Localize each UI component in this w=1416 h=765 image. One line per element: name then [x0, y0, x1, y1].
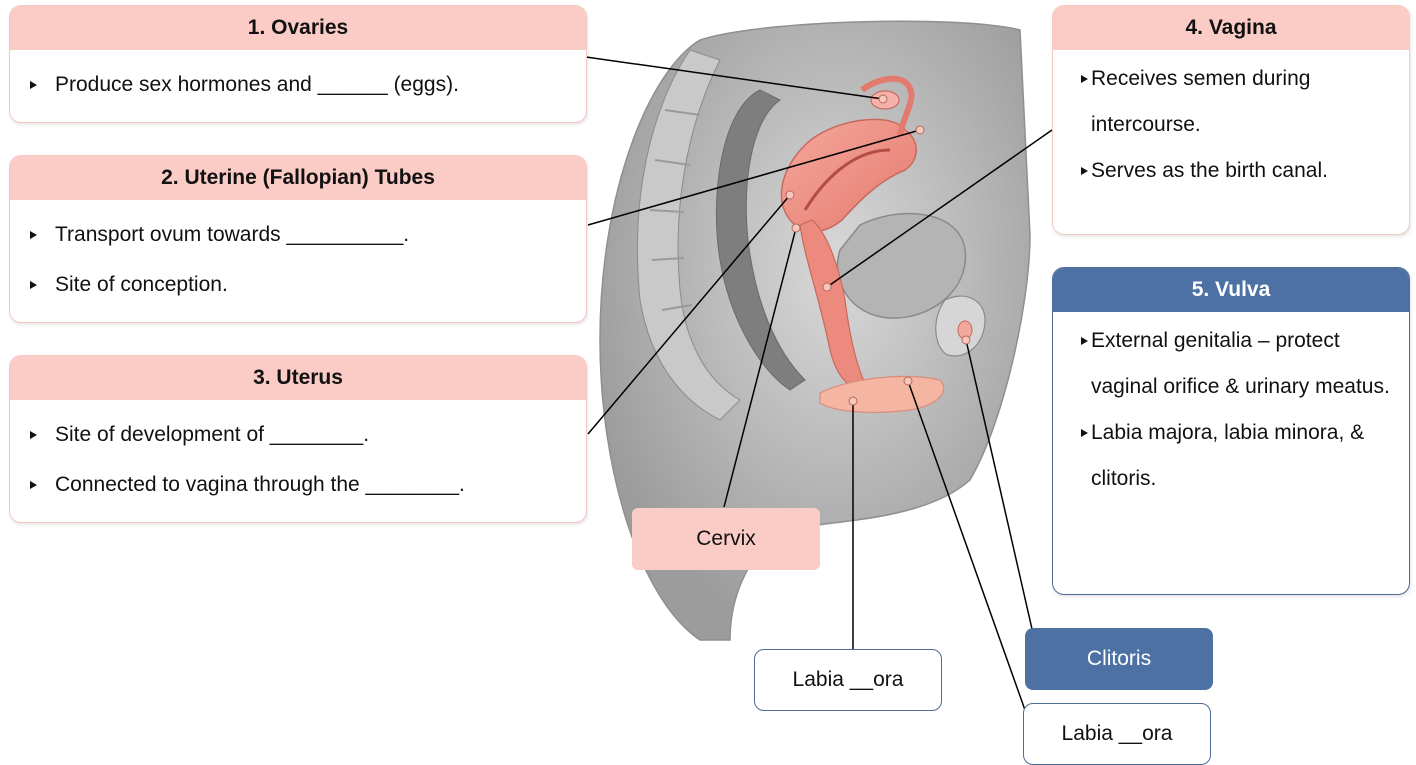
ovaries-list: Produce sex hormones and ______ (eggs).	[10, 60, 586, 110]
point-labia-1	[849, 397, 857, 405]
ovaries-title: 1. Ovaries	[10, 6, 586, 50]
labia-label-1: Labia __ora	[754, 649, 942, 711]
point-uterus	[786, 191, 794, 199]
vulva-item: External genitalia – protect vaginal ori…	[1053, 318, 1399, 410]
vagina-card: 4. Vagina Receives semen during intercou…	[1052, 5, 1410, 235]
vagina-list: Receives semen during intercourse. Serve…	[1053, 56, 1409, 194]
uterus-item: Connected to vagina through the ________…	[10, 460, 586, 510]
tubes-card: 2. Uterine (Fallopian) Tubes Transport o…	[9, 155, 587, 323]
tubes-list: Transport ovum towards __________. Site …	[10, 210, 586, 310]
vagina-item: Receives semen during intercourse.	[1053, 56, 1399, 148]
point-ovaries	[879, 95, 887, 103]
labia-label-2: Labia __ora	[1023, 703, 1211, 765]
clitoris-label: Clitoris	[1025, 628, 1213, 690]
uterus-card: 3. Uterus Site of development of _______…	[9, 355, 587, 523]
vulva-item: Labia majora, labia minora, & clitoris.	[1053, 410, 1399, 502]
vagina-item: Serves as the birth canal.	[1053, 148, 1399, 194]
uterus-title: 3. Uterus	[10, 356, 586, 400]
vagina-title: 4. Vagina	[1053, 6, 1409, 50]
tubes-item: Site of conception.	[10, 260, 586, 310]
tubes-item: Transport ovum towards __________.	[10, 210, 586, 260]
point-labia-2	[904, 377, 912, 385]
cervix-label: Cervix	[632, 508, 820, 570]
uterus-item: Site of development of ________.	[10, 410, 586, 460]
point-vagina	[823, 283, 831, 291]
point-tubes	[916, 126, 924, 134]
vulva-title: 5. Vulva	[1053, 268, 1409, 312]
ovaries-item: Produce sex hormones and ______ (eggs).	[10, 60, 586, 110]
point-cervix	[792, 224, 800, 232]
ovaries-card: 1. Ovaries Produce sex hormones and ____…	[9, 5, 587, 123]
uterus-list: Site of development of ________. Connect…	[10, 410, 586, 510]
tubes-title: 2. Uterine (Fallopian) Tubes	[10, 156, 586, 200]
vulva-card: 5. Vulva External genitalia – protect va…	[1052, 267, 1410, 595]
vulva-list: External genitalia – protect vaginal ori…	[1053, 318, 1409, 502]
point-clitoris	[962, 336, 970, 344]
